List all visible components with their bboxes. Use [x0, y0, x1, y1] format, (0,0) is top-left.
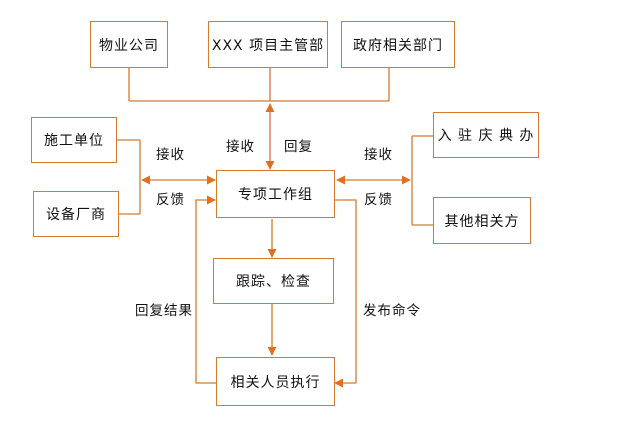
label-reply-result: 回复结果: [135, 303, 193, 319]
label-feedback-left: 反馈: [156, 192, 185, 208]
node-move-in-office: 入 驻 庆 典 办: [433, 112, 539, 158]
node-executors: 相关人员执行: [216, 357, 335, 406]
label-receive-left: 接收: [156, 147, 185, 163]
node-government: 政府相关部门: [341, 21, 455, 68]
node-project-authority: XXX 项目主管部: [208, 21, 328, 68]
node-tracking: 跟踪、检查: [213, 258, 334, 304]
label-reply-top: 回复: [284, 139, 313, 155]
node-equipment-maker: 设备厂商: [33, 191, 119, 237]
node-task-force: 专项工作组: [216, 170, 335, 218]
reply-result-loop: [195, 195, 216, 384]
label-receive-top: 接收: [226, 139, 255, 155]
node-property-company: 物业公司: [90, 21, 168, 68]
label-receive-right: 接收: [364, 147, 393, 163]
label-feedback-right: 反馈: [364, 192, 393, 208]
issue-order-path: [334, 199, 357, 388]
node-construction-unit: 施工单位: [31, 117, 117, 163]
node-other-parties: 其他相关方: [433, 197, 531, 244]
label-issue-order: 发布命令: [363, 303, 421, 319]
